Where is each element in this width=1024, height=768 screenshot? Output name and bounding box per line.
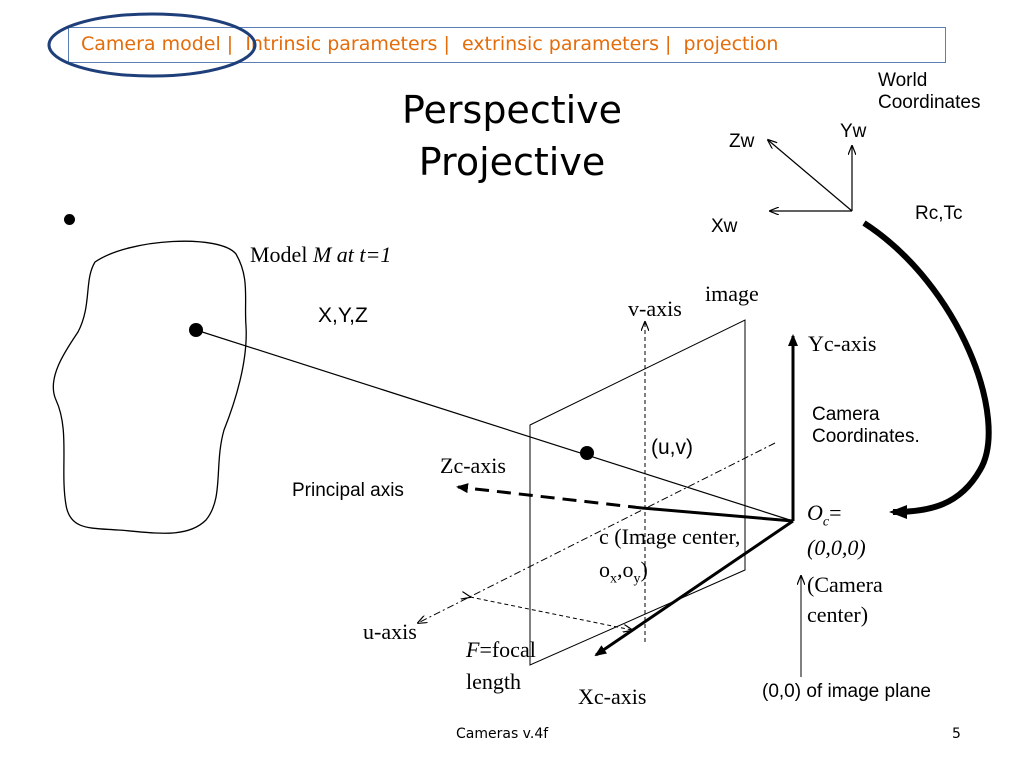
title-line-1: Perspective xyxy=(401,88,623,132)
bullet-point xyxy=(64,214,75,225)
xyz-label: X,Y,Z xyxy=(318,304,368,327)
v-axis-label: v-axis xyxy=(628,296,682,321)
model-object-outline xyxy=(52,240,247,534)
world-coordinates-label: World Coordinates xyxy=(878,70,981,113)
nav-item-projection[interactable]: projection xyxy=(683,33,779,55)
xc-axis-label: Xc-axis xyxy=(578,684,647,709)
focal-length-arrow xyxy=(470,597,632,630)
page-number: 5 xyxy=(952,726,961,742)
model-label: Model M at t=1 xyxy=(250,242,392,267)
image-plane xyxy=(529,319,746,666)
principal-axis-solid xyxy=(641,506,794,523)
camera-coordinates-label: Camera Coordinates. xyxy=(812,404,920,447)
principal-axis-dashed xyxy=(456,483,643,510)
focal-length-label: F=focal length xyxy=(466,637,536,694)
image-plane-origin-label: (0,0) of image plane xyxy=(762,681,931,702)
zc-axis-label: Zc-axis xyxy=(440,453,506,478)
xw-label: Xw xyxy=(711,216,738,237)
image-center-label: c (Image center, xyxy=(599,524,741,549)
origin-coords-label: (0,0,0) xyxy=(807,535,866,560)
image-center-coords: ox,oy) xyxy=(599,557,648,587)
u-axis-label: u-axis xyxy=(363,619,417,644)
nav-item-camera-model[interactable]: Camera model | xyxy=(81,33,234,55)
slide-title: Perspective Projective xyxy=(312,84,712,188)
camera-center-label: (Camera center) xyxy=(807,572,883,627)
principal-axis-label: Principal axis xyxy=(292,480,404,501)
title-line-2: Projective xyxy=(418,140,606,184)
section-nav: Camera model | Intrinsic parameters | ex… xyxy=(81,33,778,55)
section-nav-box xyxy=(68,27,946,63)
yw-label: Yw xyxy=(840,121,867,142)
nav-item-extrinsic[interactable]: extrinsic parameters | xyxy=(461,33,672,55)
zw-label: Zw xyxy=(729,131,755,152)
rc-tc-label: Rc,Tc xyxy=(915,203,963,224)
image-label: image xyxy=(705,281,759,306)
nav-highlight-ellipse xyxy=(47,12,257,78)
footer-title: Cameras v.4f xyxy=(456,726,549,742)
oc-label: Oc= xyxy=(807,500,842,530)
uv-label: (u,v) xyxy=(651,436,693,459)
world-zw-axis xyxy=(768,140,853,212)
projected-point xyxy=(580,446,594,460)
rc-tc-transform-arrow xyxy=(862,220,992,519)
yc-axis-label: Yc-axis xyxy=(808,331,877,356)
projection-ray xyxy=(195,329,794,522)
nav-item-intrinsic[interactable]: Intrinsic parameters | xyxy=(245,33,450,55)
